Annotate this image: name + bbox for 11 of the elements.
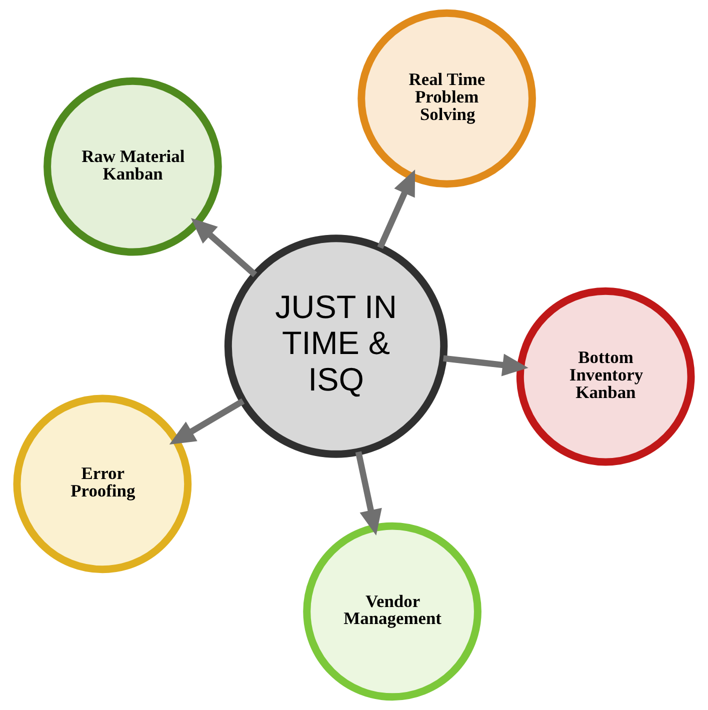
node-circle: Error Proofing bbox=[13, 394, 192, 574]
node-circle: Vendor Management bbox=[303, 522, 482, 701]
arrow bbox=[442, 354, 528, 376]
node-circle: Real Time Problem Solving bbox=[358, 9, 536, 188]
arrow bbox=[355, 451, 382, 536]
arrow bbox=[169, 398, 245, 445]
arrow bbox=[377, 169, 416, 249]
arrow bbox=[190, 218, 258, 278]
node-circle: JUST IN TIME & ISQ bbox=[224, 234, 448, 458]
node-circle: Raw Material Kanban bbox=[44, 77, 222, 256]
node-circle: Bottom Inventory Kanban bbox=[516, 287, 695, 466]
